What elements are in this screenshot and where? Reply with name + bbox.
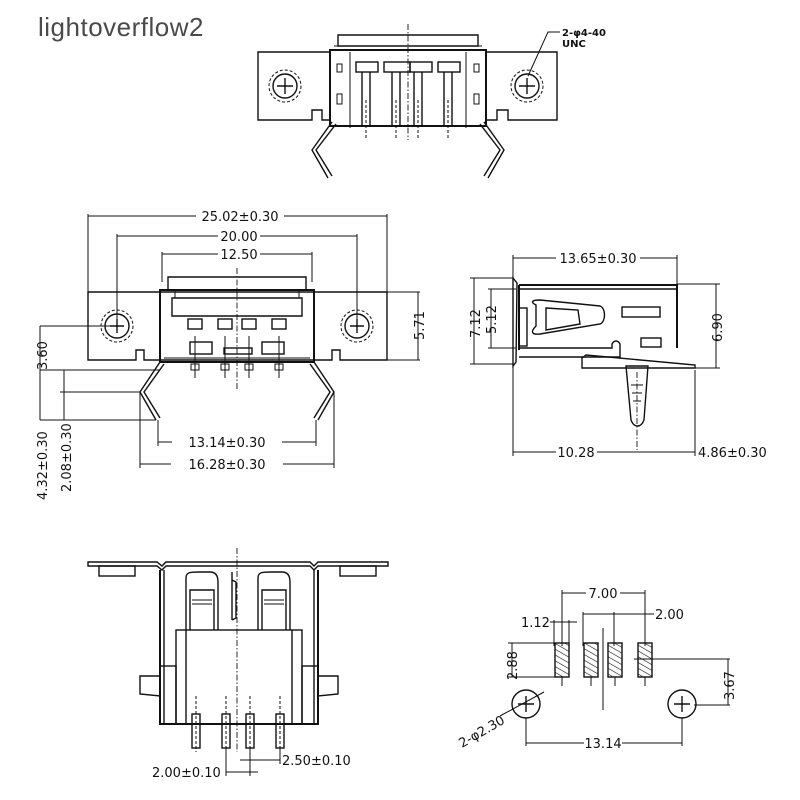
dim-leg-tip-spacing: 13.14±0.30 (188, 436, 265, 451)
dim-pin-pitch-inner: 2.00±0.10 (152, 766, 221, 781)
dim-inner-height: 5.12 (485, 305, 500, 334)
crosshair-icon (518, 696, 534, 712)
dim-hole-spacing: 13.14 (584, 737, 621, 752)
crosshair-icon (674, 696, 690, 712)
crosshair-icon (277, 78, 293, 94)
mount-hole-left-inner (272, 73, 298, 99)
dim-pin-pitch-outer: 2.50±0.10 (282, 754, 351, 769)
mount-hole-left (268, 69, 302, 103)
dim-hole-spacing: 20.00 (220, 230, 257, 245)
front-flange (87, 291, 388, 361)
dim-hole-height: 3.60 (36, 341, 51, 370)
front-leg-right (309, 361, 335, 421)
crosshair-icon (519, 78, 535, 94)
dim-leg-depth: 4.32±0.30 (36, 431, 51, 500)
crosshair-icon (350, 319, 364, 333)
mount-hole-right-inner (514, 73, 540, 99)
dim-outer-height: 7.12 (469, 309, 484, 338)
bottom-flange (87, 561, 389, 571)
side-view: 13.65±0.30 7.12 5.12 6.90 10.2 (469, 252, 767, 461)
mount-hole-right (510, 69, 544, 103)
mount-leg-left (311, 121, 337, 179)
latch-right (257, 571, 291, 630)
smd-pad (607, 642, 623, 678)
dim-pad-width: 1.12 (521, 616, 550, 631)
thread-callout: 2-φ4-40 (562, 28, 606, 39)
mount-hole-right (344, 313, 370, 339)
dim-hole-diameter: 2-φ2.30 (457, 713, 508, 751)
smd-pad (554, 642, 570, 678)
front-leg-left (139, 361, 165, 421)
dim-overall-width: 25.02±0.30 (201, 210, 278, 225)
dim-leg-bend: 2.08±0.30 (60, 423, 75, 492)
side-tab-right (317, 675, 339, 697)
usb-contacts (187, 318, 287, 378)
right-flange (485, 51, 558, 121)
mount-leg-right (479, 121, 505, 179)
side-tab-left (139, 675, 161, 697)
side-slot (621, 306, 661, 318)
thread-callout-unc: UNC (562, 39, 586, 50)
dim-pad-span: 7.00 (589, 587, 618, 602)
dim-port-width: 12.50 (220, 248, 257, 263)
dim-leg-outer-spacing: 16.28±0.30 (188, 458, 265, 473)
dim-front-to-peg: 10.28 (557, 446, 594, 461)
latch-spring (531, 299, 606, 335)
dim-peg-to-rear: 4.86±0.30 (698, 446, 767, 461)
bottom-shell (159, 570, 319, 725)
contact-pins-top (336, 61, 480, 138)
left-flange (257, 51, 331, 121)
bottom-housing (175, 629, 303, 725)
side-base (581, 354, 696, 369)
smd-pad (583, 642, 599, 678)
front-view: 25.02±0.30 20.00 12.50 (36, 210, 428, 500)
bottom-view: 2.50±0.10 2.00±0.10 (87, 548, 389, 781)
side-front-lip (512, 276, 518, 369)
dim-body-height: 6.90 (711, 313, 726, 342)
top-view: 2-φ4-40 UNC (257, 24, 606, 179)
dim-length: 13.65±0.30 (559, 252, 636, 267)
mount-peg (625, 365, 649, 427)
dim-pad-length: 2.88 (506, 651, 521, 680)
watermark: lightoverflow2 (38, 12, 204, 42)
callout-leader (527, 31, 560, 77)
smd-pad (637, 642, 653, 678)
pcb-footprint: 7.00 2.00 1.12 2.88 3.67 2-φ2.30 (457, 587, 739, 752)
dim-pad-pitch: 2.00 (655, 608, 684, 623)
dim-flange-height: 5.71 (413, 311, 428, 340)
latch-left (185, 571, 219, 630)
usb-tongue (171, 297, 303, 317)
dim-hole-offset: 3.67 (723, 671, 738, 700)
